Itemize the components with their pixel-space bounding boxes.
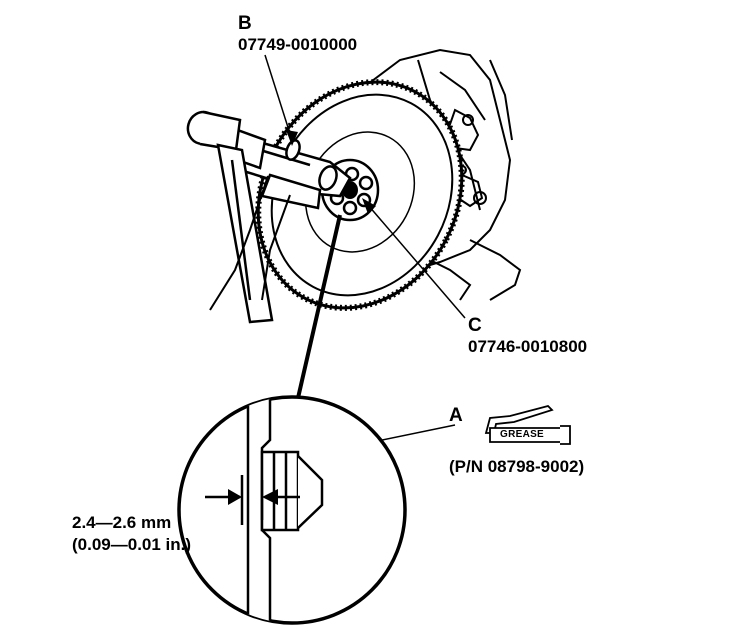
- stand-lines: [209, 175, 291, 311]
- dimension-imperial: (0.09—0.01 in.): [72, 535, 192, 554]
- callout-b-part-number: 07749-0010000: [238, 35, 358, 54]
- dimension-metric: 2.4—2.6 mm: [72, 513, 172, 532]
- grease-tube-icon: [484, 404, 571, 445]
- detail-connector-line: [296, 214, 342, 399]
- callout-c-letter: C: [468, 315, 482, 336]
- driver-tool-icon: [238, 136, 352, 210]
- grease-tube-label: GREASE: [500, 429, 545, 440]
- callout-b-letter: B: [238, 13, 252, 34]
- hammer-icon: [186, 110, 274, 324]
- leader-arrowhead-b: [286, 130, 298, 146]
- detail-view: [177, 395, 407, 625]
- callout-c-part-number: 07746-0010800: [468, 337, 588, 356]
- callout-a-letter: A: [449, 405, 463, 426]
- leader-arrowhead-c: [362, 198, 376, 214]
- flywheel-icon: [255, 79, 465, 311]
- callout-a-part-number: (P/N 08798-9002): [449, 457, 585, 476]
- engine-block: [359, 48, 522, 301]
